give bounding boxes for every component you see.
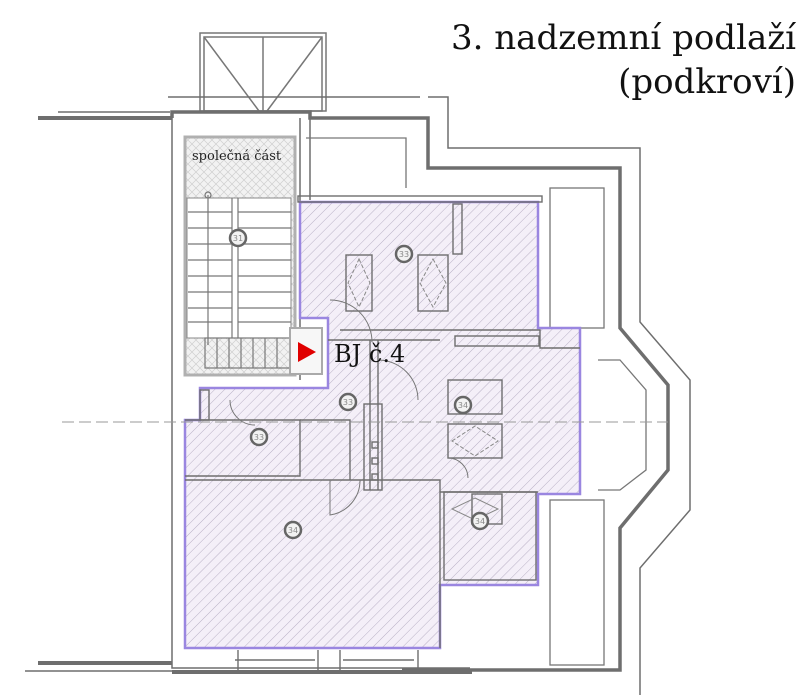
unit-label: BJ č.4 [334, 340, 405, 368]
svg-text:34: 34 [288, 526, 298, 535]
roof-window [199, 32, 327, 112]
floor-title: 3. nadzemní podlaží [451, 18, 796, 58]
interior-walls [185, 195, 580, 672]
outer-walls [25, 96, 691, 695]
room-tag: 31 [228, 228, 248, 248]
svg-text:34: 34 [475, 517, 485, 526]
svg-text:34: 34 [458, 401, 468, 410]
room-tag: 33 [249, 427, 269, 447]
doors [229, 299, 469, 516]
room-tag: 34 [283, 520, 303, 540]
common-area-label: společná část [192, 149, 282, 164]
svg-text:33: 33 [254, 433, 264, 442]
floor-subtitle: (podkroví) [618, 62, 796, 102]
room-tags: 31 33 33 33 34 34 34 [228, 228, 490, 540]
common-area: společná část [183, 135, 297, 377]
room-tag: 34 [453, 395, 473, 415]
room-tag: 33 [338, 392, 358, 412]
svg-text:33: 33 [343, 398, 353, 407]
unit-entry[interactable] [289, 327, 323, 375]
svg-text:31: 31 [233, 234, 243, 243]
entry-marker-icon [298, 342, 316, 362]
room-tag: 34 [470, 511, 490, 531]
room-tag: 33 [394, 244, 414, 264]
svg-text:33: 33 [399, 250, 409, 259]
